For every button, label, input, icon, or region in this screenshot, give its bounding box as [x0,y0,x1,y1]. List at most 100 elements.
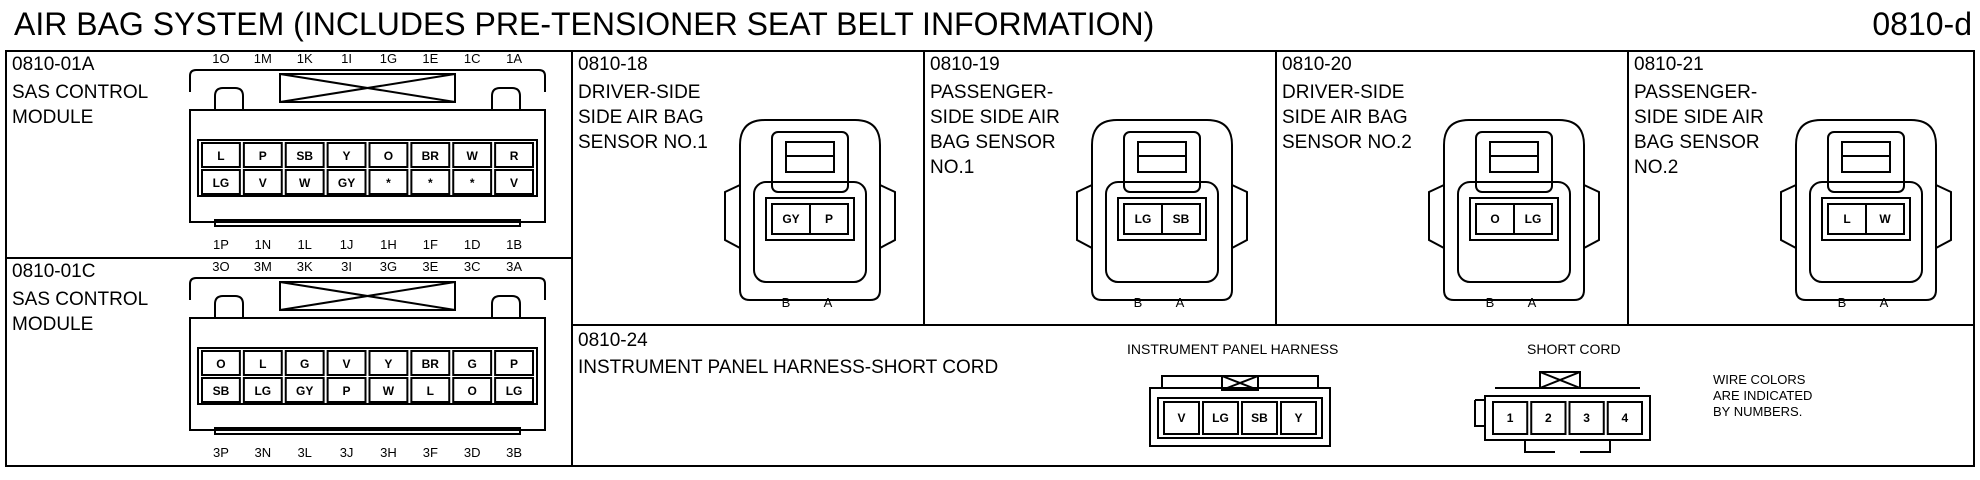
cavity-c21-a: W [1879,212,1891,226]
wire-color-note: WIRE COLORS ARE INDICATED BY NUMBERS. [1713,372,1813,419]
cavity-c01a-r1-3: Y [342,149,351,163]
cavity-c01a-r1-7: R [509,149,519,163]
pin-label-c01c-bottom-0: 3P [212,445,229,460]
pin-label-c01c-top-1: 3M [253,259,272,274]
pin-label-c01c-bottom-2: 3L [297,445,312,460]
harness-cavity-2: SB [1251,411,1268,425]
pin-label-c01a-bottom-7: 1B [506,237,523,252]
pin-label-c01c-top-6: 3C [463,259,481,274]
pin-label-c01c-bottom-7: 3B [506,445,523,460]
short-cord-cavity-1: 2 [1545,411,1552,425]
cavity-c01a-r1-6: W [466,149,478,163]
pin-label-c19-b: B [1133,295,1143,310]
sensor-19-drawing [1076,119,1248,301]
connector-code-20: 0810-20 [1282,54,1352,75]
pin-label-c01c-bottom-3: 3J [339,445,354,460]
cavity-c01c-r1-2: G [300,357,310,371]
sensor-18-drawing [724,119,896,301]
sensor-20-drawing [1428,119,1600,301]
pin-label-c01a-bottom-3: 1J [339,237,354,252]
short-cord-cavity-3: 4 [1621,411,1629,425]
connector-label-18: DRIVER-SIDE SIDE AIR BAG SENSOR NO.1 [578,82,708,153]
cavity-c01c-r1-6: G [467,357,477,371]
connector-label-20: DRIVER-SIDE SIDE AIR BAG SENSOR NO.2 [1282,82,1412,153]
harness-cavity-0: V [1177,411,1186,425]
pin-label-c01a-top-1: 1M [253,51,272,66]
pin-label-c20-b: B [1485,295,1495,310]
page-title: AIR BAG SYSTEM (INCLUDES PRE-TENSIONER S… [14,6,1155,42]
pin-label-c01c-top-0: 3O [212,259,230,274]
cavity-c01c-r1-5: BR [421,357,439,371]
pin-label-c01a-bottom-0: 1P [212,237,229,252]
pin-label-c01c-top-3: 3I [341,259,352,274]
cavity-c01c-r2-5: L [426,384,434,398]
connector-label-24: INSTRUMENT PANEL HARNESS-SHORT CORD [578,357,999,378]
harness-connector-drawing [1149,375,1331,447]
cavity-c18-a: P [824,212,833,226]
cavity-c01c-r2-6: O [467,384,477,398]
pin-label-c01a-top-5: 1E [422,51,439,66]
cavity-c01a-r2-3: GY [337,176,356,190]
short-cord-cavity-2: 3 [1583,411,1590,425]
cavity-c01c-r1-1: L [259,357,267,371]
pin-label-c01c-bottom-1: 3N [254,445,272,460]
connector-label-01c: SAS CONTROL MODULE [12,289,149,335]
pin-label-c01a-top-3: 1I [341,51,352,66]
pin-label-c01c-top-2: 3K [296,259,313,274]
cavity-c01a-r2-5: * [427,176,433,190]
cavity-c01c-r1-4: Y [384,357,393,371]
sas-module-c-drawing [189,277,546,435]
harness-cavity-1: LG [1212,411,1229,425]
pin-label-c21-b: B [1837,295,1847,310]
page-code: 0810-d [1872,6,1972,42]
connector-label-21: PASSENGER- SIDE SIDE AIR BAG SENSOR NO.2 [1634,82,1764,178]
connector-code-24: 0810-24 [578,330,648,351]
pin-label-c01c-bottom-4: 3H [380,445,397,460]
short-cord-cavity-0: 1 [1506,411,1514,425]
cavity-c01c-r1-0: O [216,357,226,371]
cavity-c01c-r2-4: W [382,384,395,398]
pin-label-c21-a: A [1879,295,1889,310]
cavity-c01a-r1-4: O [383,149,394,163]
pin-label-c01a-top-6: 1C [463,51,481,66]
connector-code-01c: 0810-01C [12,261,96,282]
pin-label-c20-a: A [1527,295,1537,310]
cavity-c01a-r2-6: * [469,176,475,190]
frame-grid [5,50,1975,467]
pin-label-c01a-top-0: 1O [212,51,230,66]
short-cord-connector-drawing [1474,371,1651,453]
pin-label-c01c-bottom-5: 3F [422,445,438,460]
harness-title: INSTRUMENT PANEL HARNESS [1127,341,1339,357]
pin-label-c01a-bottom-1: 1N [254,237,272,252]
pin-label-c01c-bottom-6: 3D [463,445,481,460]
cavity-c01a-r1-2: SB [296,149,314,163]
cavity-c01c-r2-7: LG [505,384,523,398]
pin-label-c01a-bottom-2: 1L [297,237,312,252]
pin-label-c01c-top-4: 3G [379,259,398,274]
cavity-c01a-r1-5: BR [421,149,439,163]
connector-code-19: 0810-19 [930,54,1000,75]
sensor-21-drawing [1780,119,1952,301]
cavity-c01a-r1-0: L [217,149,225,163]
connector-label-01a: SAS CONTROL MODULE [12,82,149,128]
cavity-c01a-r2-1: V [258,176,267,190]
pin-label-c01a-top-7: 1A [506,51,523,66]
pin-label-c19-a: A [1175,295,1185,310]
cavity-c19-a: SB [1172,212,1190,226]
cavity-c01c-r1-3: V [342,357,351,371]
cavity-c01a-r2-7: V [510,176,519,190]
cavity-c01c-r2-3: P [342,384,351,398]
harness-cavity-3: Y [1294,411,1303,425]
connector-code-18: 0810-18 [578,54,648,75]
pin-label-c01c-top-7: 3A [506,259,523,274]
pin-label-c01a-bottom-6: 1D [463,237,481,252]
connector-label-19: PASSENGER- SIDE SIDE AIR BAG SENSOR NO.1 [930,82,1060,178]
pin-label-c01a-bottom-4: 1H [380,237,397,252]
pin-label-c01a-bottom-5: 1F [422,237,438,252]
sas-module-a-drawing [189,69,546,227]
connector-code-21: 0810-21 [1634,54,1704,75]
short-cord-title: SHORT CORD [1527,341,1621,357]
cavity-c01a-r2-2: W [299,176,311,190]
connector-code-01a: 0810-01A [12,54,95,75]
